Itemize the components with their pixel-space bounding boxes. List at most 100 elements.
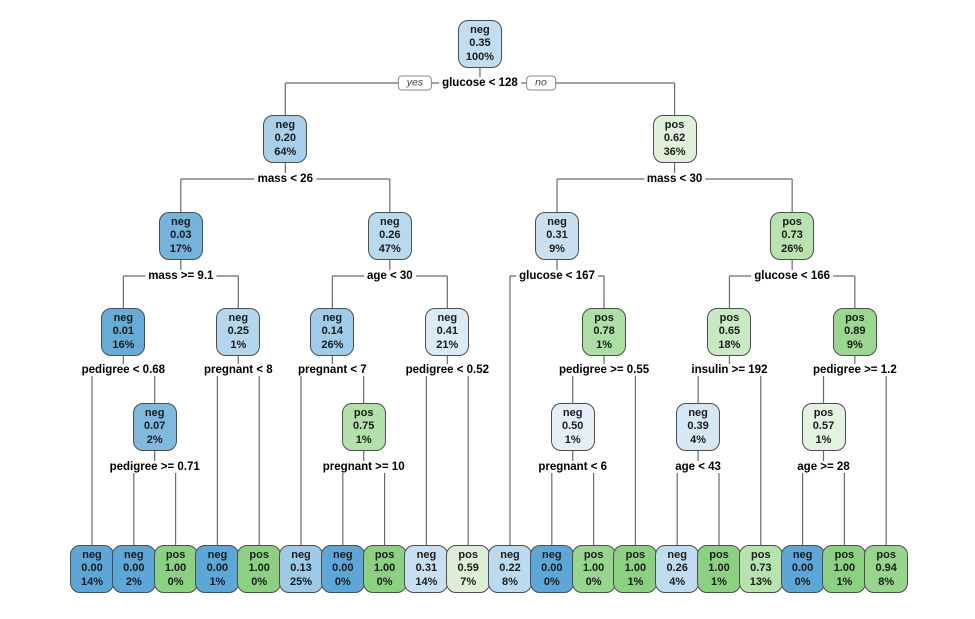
node-prob-value: 0.39	[687, 420, 709, 433]
node-prob-value: 1.00	[582, 562, 605, 575]
node-class-label: neg	[171, 215, 191, 228]
node-class-label: pos	[594, 311, 614, 324]
node-class-label: pos	[709, 548, 729, 561]
node-pct-value: 18%	[718, 338, 741, 351]
node-class-label: neg	[470, 23, 490, 36]
node-class-label: neg	[228, 311, 249, 324]
node-pct-value: 9%	[846, 338, 863, 351]
split-condition-label: pregnant < 6	[535, 461, 611, 473]
split-condition-label: glucose < 167	[516, 270, 598, 282]
node-class-label: neg	[562, 406, 583, 419]
node-pct-value: 0%	[251, 575, 268, 588]
split-condition-label: mass < 26	[254, 173, 316, 185]
node-pct-value: 0%	[543, 575, 560, 588]
yes-branch-label: yes	[397, 75, 433, 91]
node-pct-value: 26%	[321, 338, 344, 351]
node-pct-value: 16%	[112, 338, 135, 351]
node-pct-value: 0%	[585, 575, 602, 588]
node-pct-value: 4%	[690, 433, 707, 446]
node-prob-value: 0.00	[541, 562, 563, 575]
node-pct-value: 1%	[230, 338, 247, 351]
split-condition-label: mass < 30	[643, 173, 706, 185]
node-class-label: pos	[583, 548, 604, 561]
node-class-label: pos	[664, 118, 685, 131]
node-prob-value: 0.73	[750, 562, 772, 575]
no-branch-label: no	[526, 75, 556, 91]
tree-edge-lines	[91, 68, 887, 545]
node-class-label: neg	[792, 548, 813, 561]
split-condition-label: pedigree >= 0.71	[106, 461, 203, 473]
node-class-label: neg	[322, 311, 343, 324]
node-pct-value: 1%	[836, 575, 853, 588]
node-prob-value: 1.00	[833, 562, 856, 575]
node-prob-value: 0.57	[812, 420, 835, 433]
node-prob-value: 1.00	[373, 562, 396, 575]
node-prob-value: 0.26	[666, 562, 688, 575]
node-prob-value: 0.62	[663, 132, 686, 145]
node-prob-value: 0.35	[469, 37, 491, 50]
split-condition-label: pedigree < 0.68	[78, 364, 169, 376]
node-pct-value: 100%	[465, 50, 495, 63]
node-class-label: neg	[291, 548, 311, 561]
node-prob-value: 0.73	[781, 229, 803, 242]
node-pct-value: 4%	[669, 575, 686, 588]
node-prob-value: 0.65	[718, 325, 741, 338]
node-prob-value: 0.01	[112, 325, 135, 338]
node-class-label: pos	[813, 406, 834, 419]
node-prob-value: 1.00	[164, 562, 187, 575]
node-prob-value: 1.00	[248, 562, 270, 575]
node-pct-value: 14%	[415, 575, 438, 588]
node-class-label: neg	[144, 406, 165, 419]
node-class-label: pos	[458, 548, 478, 561]
node-prob-value: 0.31	[415, 562, 438, 575]
node-class-label: neg	[82, 548, 102, 561]
node-class-label: pos	[751, 548, 771, 561]
node-class-label: pos	[249, 548, 269, 561]
node-prob-value: 0.25	[227, 325, 249, 338]
split-condition-label: age < 30	[363, 270, 416, 282]
node-class-label: neg	[333, 548, 353, 561]
node-class-label: neg	[275, 118, 296, 131]
node-pct-value: 1%	[627, 575, 644, 588]
node-class-label: neg	[547, 215, 567, 228]
node-class-label: pos	[719, 311, 740, 324]
node-pct-value: 25%	[289, 575, 313, 588]
node-prob-value: 0.00	[81, 562, 103, 575]
node-prob-value: 0.20	[274, 132, 297, 145]
node-pct-value: 1%	[564, 433, 581, 446]
node-pct-value: 1%	[711, 575, 727, 588]
node-pct-value: 36%	[663, 145, 686, 158]
split-condition-label: pregnant < 7	[294, 364, 370, 376]
node-pct-value: 2%	[125, 575, 142, 588]
node-prob-value: 0.03	[170, 229, 192, 242]
node-pct-value: 0%	[376, 575, 393, 588]
node-prob-value: 0.75	[352, 420, 375, 433]
